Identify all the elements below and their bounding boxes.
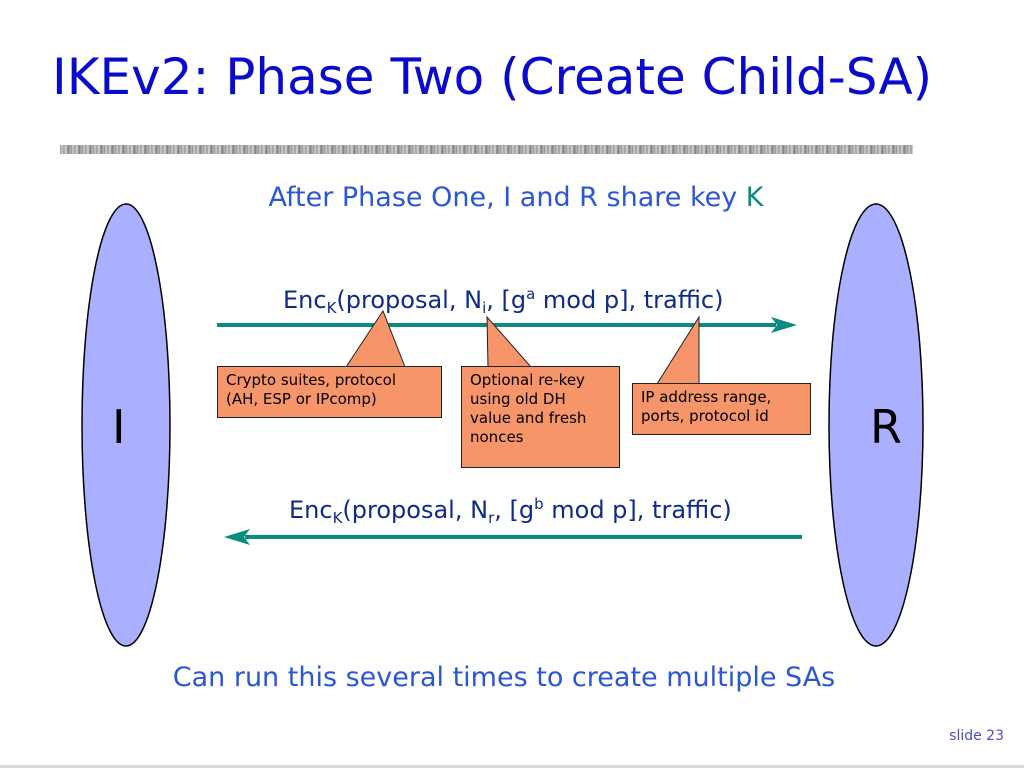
message-r-to-i: EncK(proposal, Nr, [gb mod p], traffic) bbox=[289, 497, 732, 526]
callout-line: nonces bbox=[470, 428, 524, 446]
initiator-label: I bbox=[112, 400, 126, 454]
callout-3-pointer bbox=[656, 315, 700, 385]
m2-key: K bbox=[332, 509, 343, 527]
m1-close: mod p], traffic) bbox=[535, 286, 724, 314]
m1-enc: Enc bbox=[283, 286, 327, 314]
callout-line: (AH, ESP or IPcomp) bbox=[226, 390, 377, 408]
m1-exp: a bbox=[526, 285, 536, 303]
responder-label: R bbox=[870, 400, 902, 454]
arrow-r-to-i bbox=[224, 529, 802, 545]
m2-close: mod p], traffic) bbox=[543, 496, 732, 524]
callout-rekey: Optional re-key using old DH value and f… bbox=[461, 366, 620, 468]
title-divider bbox=[60, 145, 913, 154]
callout-crypto-suites: Crypto suites, protocol (AH, ESP or IPco… bbox=[217, 366, 442, 418]
m2-open: (proposal, N bbox=[342, 496, 489, 524]
m2-exp: b bbox=[534, 495, 544, 513]
callout-line: IP address range, bbox=[641, 388, 772, 406]
slide-number: slide 23 bbox=[949, 728, 1004, 744]
subtitle: After Phase One, I and R share key K bbox=[0, 182, 1024, 213]
arrow-i-to-r bbox=[217, 317, 797, 333]
callout-line: value and fresh bbox=[470, 409, 587, 427]
m1-mid: , [g bbox=[486, 286, 527, 314]
responder-ellipse bbox=[828, 203, 924, 647]
footer-note: Can run this several times to create mul… bbox=[172, 662, 836, 693]
message-i-to-r: EncK(proposal, Ni, [ga mod p], traffic) bbox=[283, 287, 723, 316]
subtitle-key: K bbox=[745, 182, 764, 213]
m2-enc: Enc bbox=[289, 496, 333, 524]
m2-nonce: r bbox=[488, 509, 495, 527]
m1-key: K bbox=[326, 299, 337, 317]
callout-traffic-selector: IP address range, ports, protocol id bbox=[632, 383, 811, 435]
subtitle-text: After Phase One, I and R share key bbox=[268, 182, 746, 213]
callout-1-pointer bbox=[345, 309, 406, 368]
m1-open: (proposal, N bbox=[336, 286, 483, 314]
callout-line: ports, protocol id bbox=[641, 407, 769, 425]
m2-mid: , [g bbox=[494, 496, 535, 524]
bottom-bar bbox=[0, 765, 1024, 768]
initiator-ellipse bbox=[81, 203, 171, 647]
callout-line: using old DH bbox=[470, 390, 566, 408]
callout-line: Crypto suites, protocol bbox=[226, 371, 397, 389]
slide-title: IKEv2: Phase Two (Create Child-SA) bbox=[52, 48, 933, 106]
m1-nonce: i bbox=[482, 299, 487, 317]
callout-line: Optional re-key bbox=[470, 371, 585, 389]
